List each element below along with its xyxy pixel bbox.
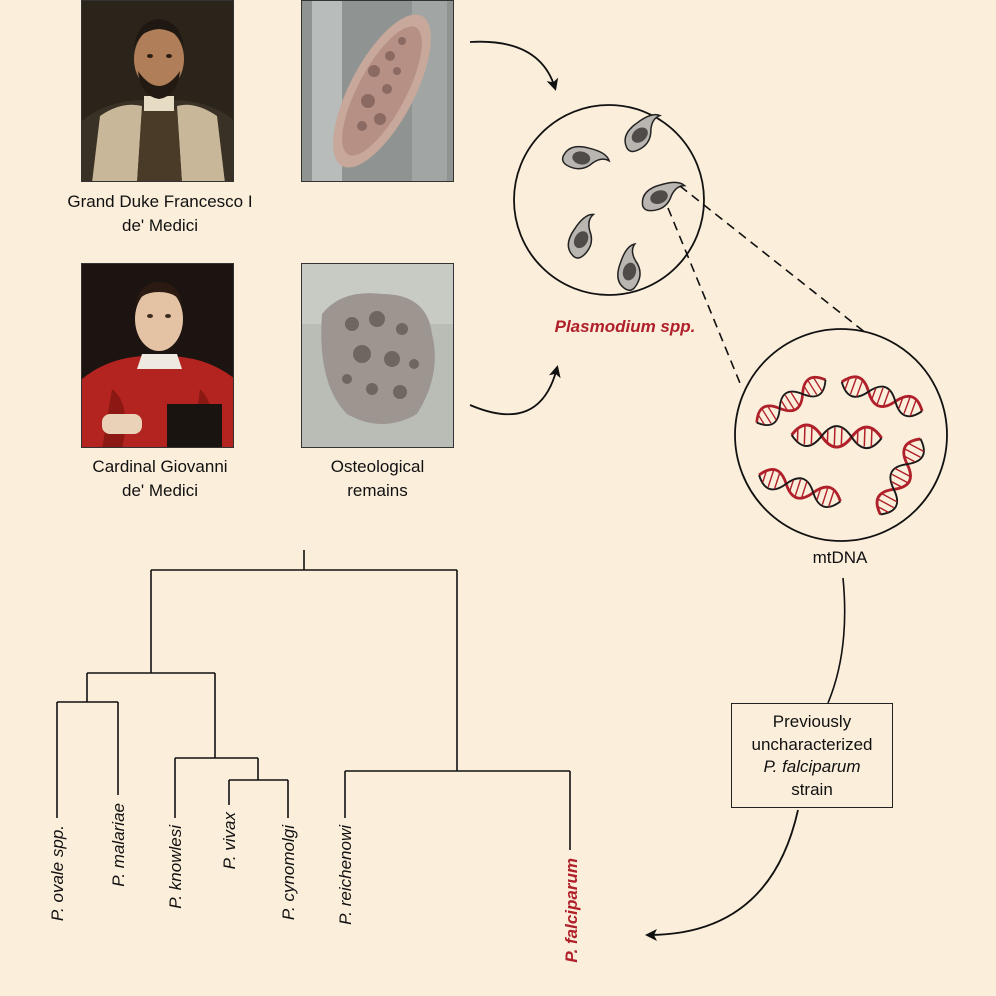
portrait-giovanni (81, 263, 234, 448)
leaf-label-p-vivax: P. vivax (220, 812, 239, 870)
phylogenetic-tree (56, 550, 571, 850)
caption-francesco: Grand Duke Francesco I de' Medici (30, 190, 290, 238)
bone-photo-1-drawing (302, 1, 453, 181)
bone-photo-1 (301, 0, 454, 182)
bone-photo-2-drawing (302, 264, 453, 447)
caption-giovanni-line2: de' Medici (121, 481, 198, 500)
caption-remains: Osteological remains (300, 455, 455, 503)
caption-giovanni-line1: Cardinal Giovanni (92, 457, 228, 476)
result-box-line4: strain (791, 779, 833, 799)
result-box-line1: Previously (772, 712, 852, 731)
portrait-giovanni-drawing (82, 264, 233, 447)
leaf-label-p-cynomolgi: P. cynomolgi (279, 824, 298, 920)
leaf-label-p-knowlesi: P. knowlesi (166, 824, 185, 909)
result-box: Previously uncharacterized P. falciparum… (731, 703, 893, 808)
parasite-label: Plasmodium spp. (530, 317, 720, 337)
portrait-francesco-drawing (82, 1, 233, 181)
leaf-label-p-reichenowi: P. reichenowi (336, 824, 355, 925)
caption-francesco-line1: Grand Duke Francesco I (67, 192, 253, 211)
portrait-francesco (81, 0, 234, 182)
parasite-label-text: Plasmodium spp. (554, 317, 696, 336)
leaf-label-p-falciparum: P. falciparum (562, 858, 581, 963)
arrow-bone2-to-parasite (469, 365, 561, 416)
result-box-line2: uncharacterized (751, 734, 873, 754)
zoom-line-left (667, 207, 743, 389)
arrow-box-to-falciparum (645, 809, 799, 941)
mtdna-label: mtDNA (812, 548, 868, 567)
caption-remains-line2: remains (347, 481, 408, 500)
result-box-line3: P. falciparum (763, 757, 861, 776)
leaf-label-p-malariae: P. malariae (109, 803, 128, 887)
tree-leaf-labels: P. ovale spp. P. malariae P. knowlesi P.… (48, 803, 581, 963)
bone-photo-2 (301, 263, 454, 448)
caption-remains-line1: Osteological (330, 457, 425, 476)
leaf-label-p-ovale: P. ovale spp. (48, 825, 67, 921)
arrow-bone1-to-parasite (469, 40, 559, 91)
connector-mtdna-to-box (827, 577, 846, 704)
parasite-circle (513, 104, 705, 296)
caption-francesco-line2: de' Medici (121, 216, 198, 235)
caption-giovanni: Cardinal Giovanni de' Medici (40, 455, 280, 503)
